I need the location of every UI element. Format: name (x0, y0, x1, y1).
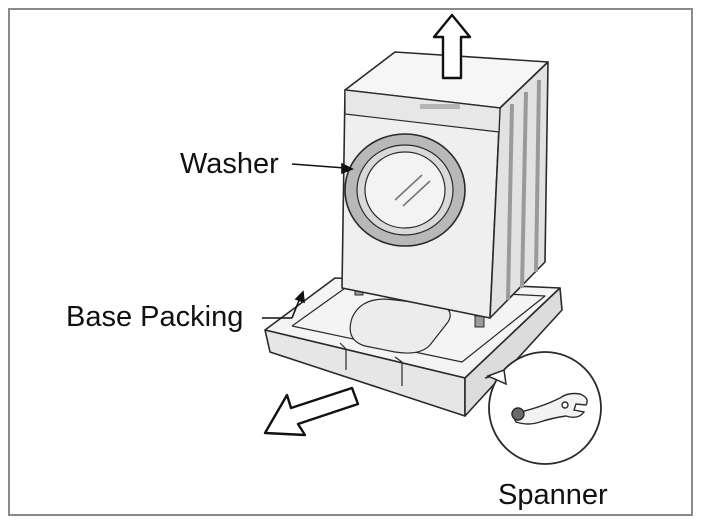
up-arrow-icon (432, 13, 472, 80)
spanner-icon (510, 392, 588, 425)
washer-label: Washer (180, 148, 279, 180)
spanner-callout (484, 351, 602, 465)
base-packing-label: Base Packing (66, 301, 244, 333)
washer-machine (341, 51, 549, 319)
leader-lines (262, 162, 354, 319)
spanner-label: Spanner (498, 479, 608, 511)
down-left-arrow-icon (263, 386, 360, 437)
